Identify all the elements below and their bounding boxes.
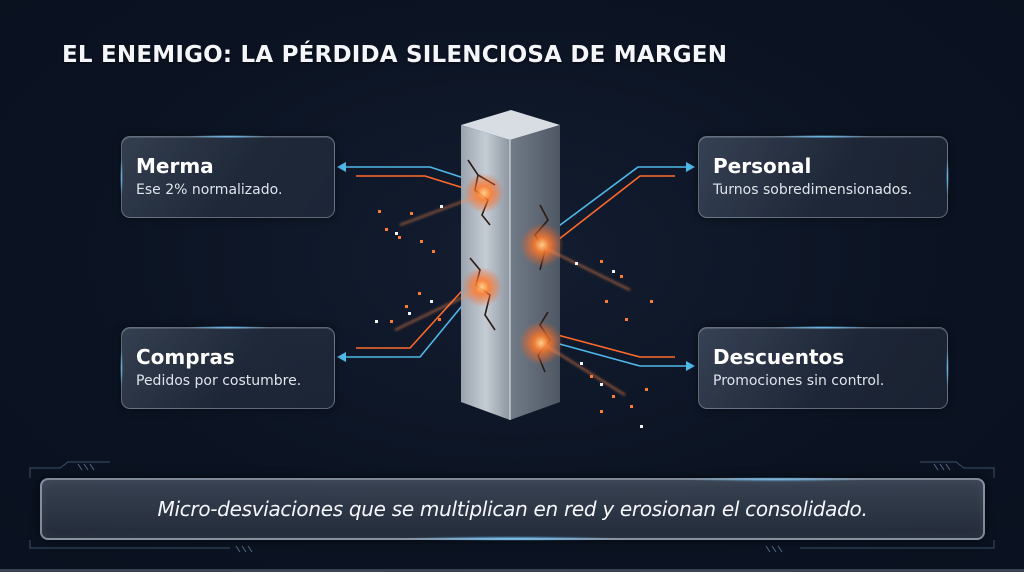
card-heading: Descuentos [713,345,845,369]
impact-glows [462,173,564,365]
card-heading: Merma [136,154,214,178]
card-compras: Compras Pedidos por costumbre. [120,326,335,409]
slide-title: EL ENEMIGO: LA PÉRDIDA SILENCIOSA DE MAR… [62,42,728,68]
card-heading: Personal [713,154,812,178]
card-personal: Personal Turnos sobredimensionados. [698,135,949,218]
card-heading: Compras [136,345,235,369]
card-description: Turnos sobredimensionados. [713,182,913,198]
card-description: Ese 2% normalizado. [136,182,283,198]
footer-message-banner: Micro-desviaciones que se multiplican en… [40,477,985,541]
footer-message: Micro-desviaciones que se multiplican en… [157,497,868,521]
bottom-divider [0,569,1024,572]
card-description: Promociones sin control. [713,373,885,389]
card-description: Pedidos por costumbre. [136,373,302,389]
card-descuentos: Descuentos Promociones sin control. [698,326,949,409]
particles [375,194,653,428]
card-merma: Merma Ese 2% normalizado. [120,135,335,218]
